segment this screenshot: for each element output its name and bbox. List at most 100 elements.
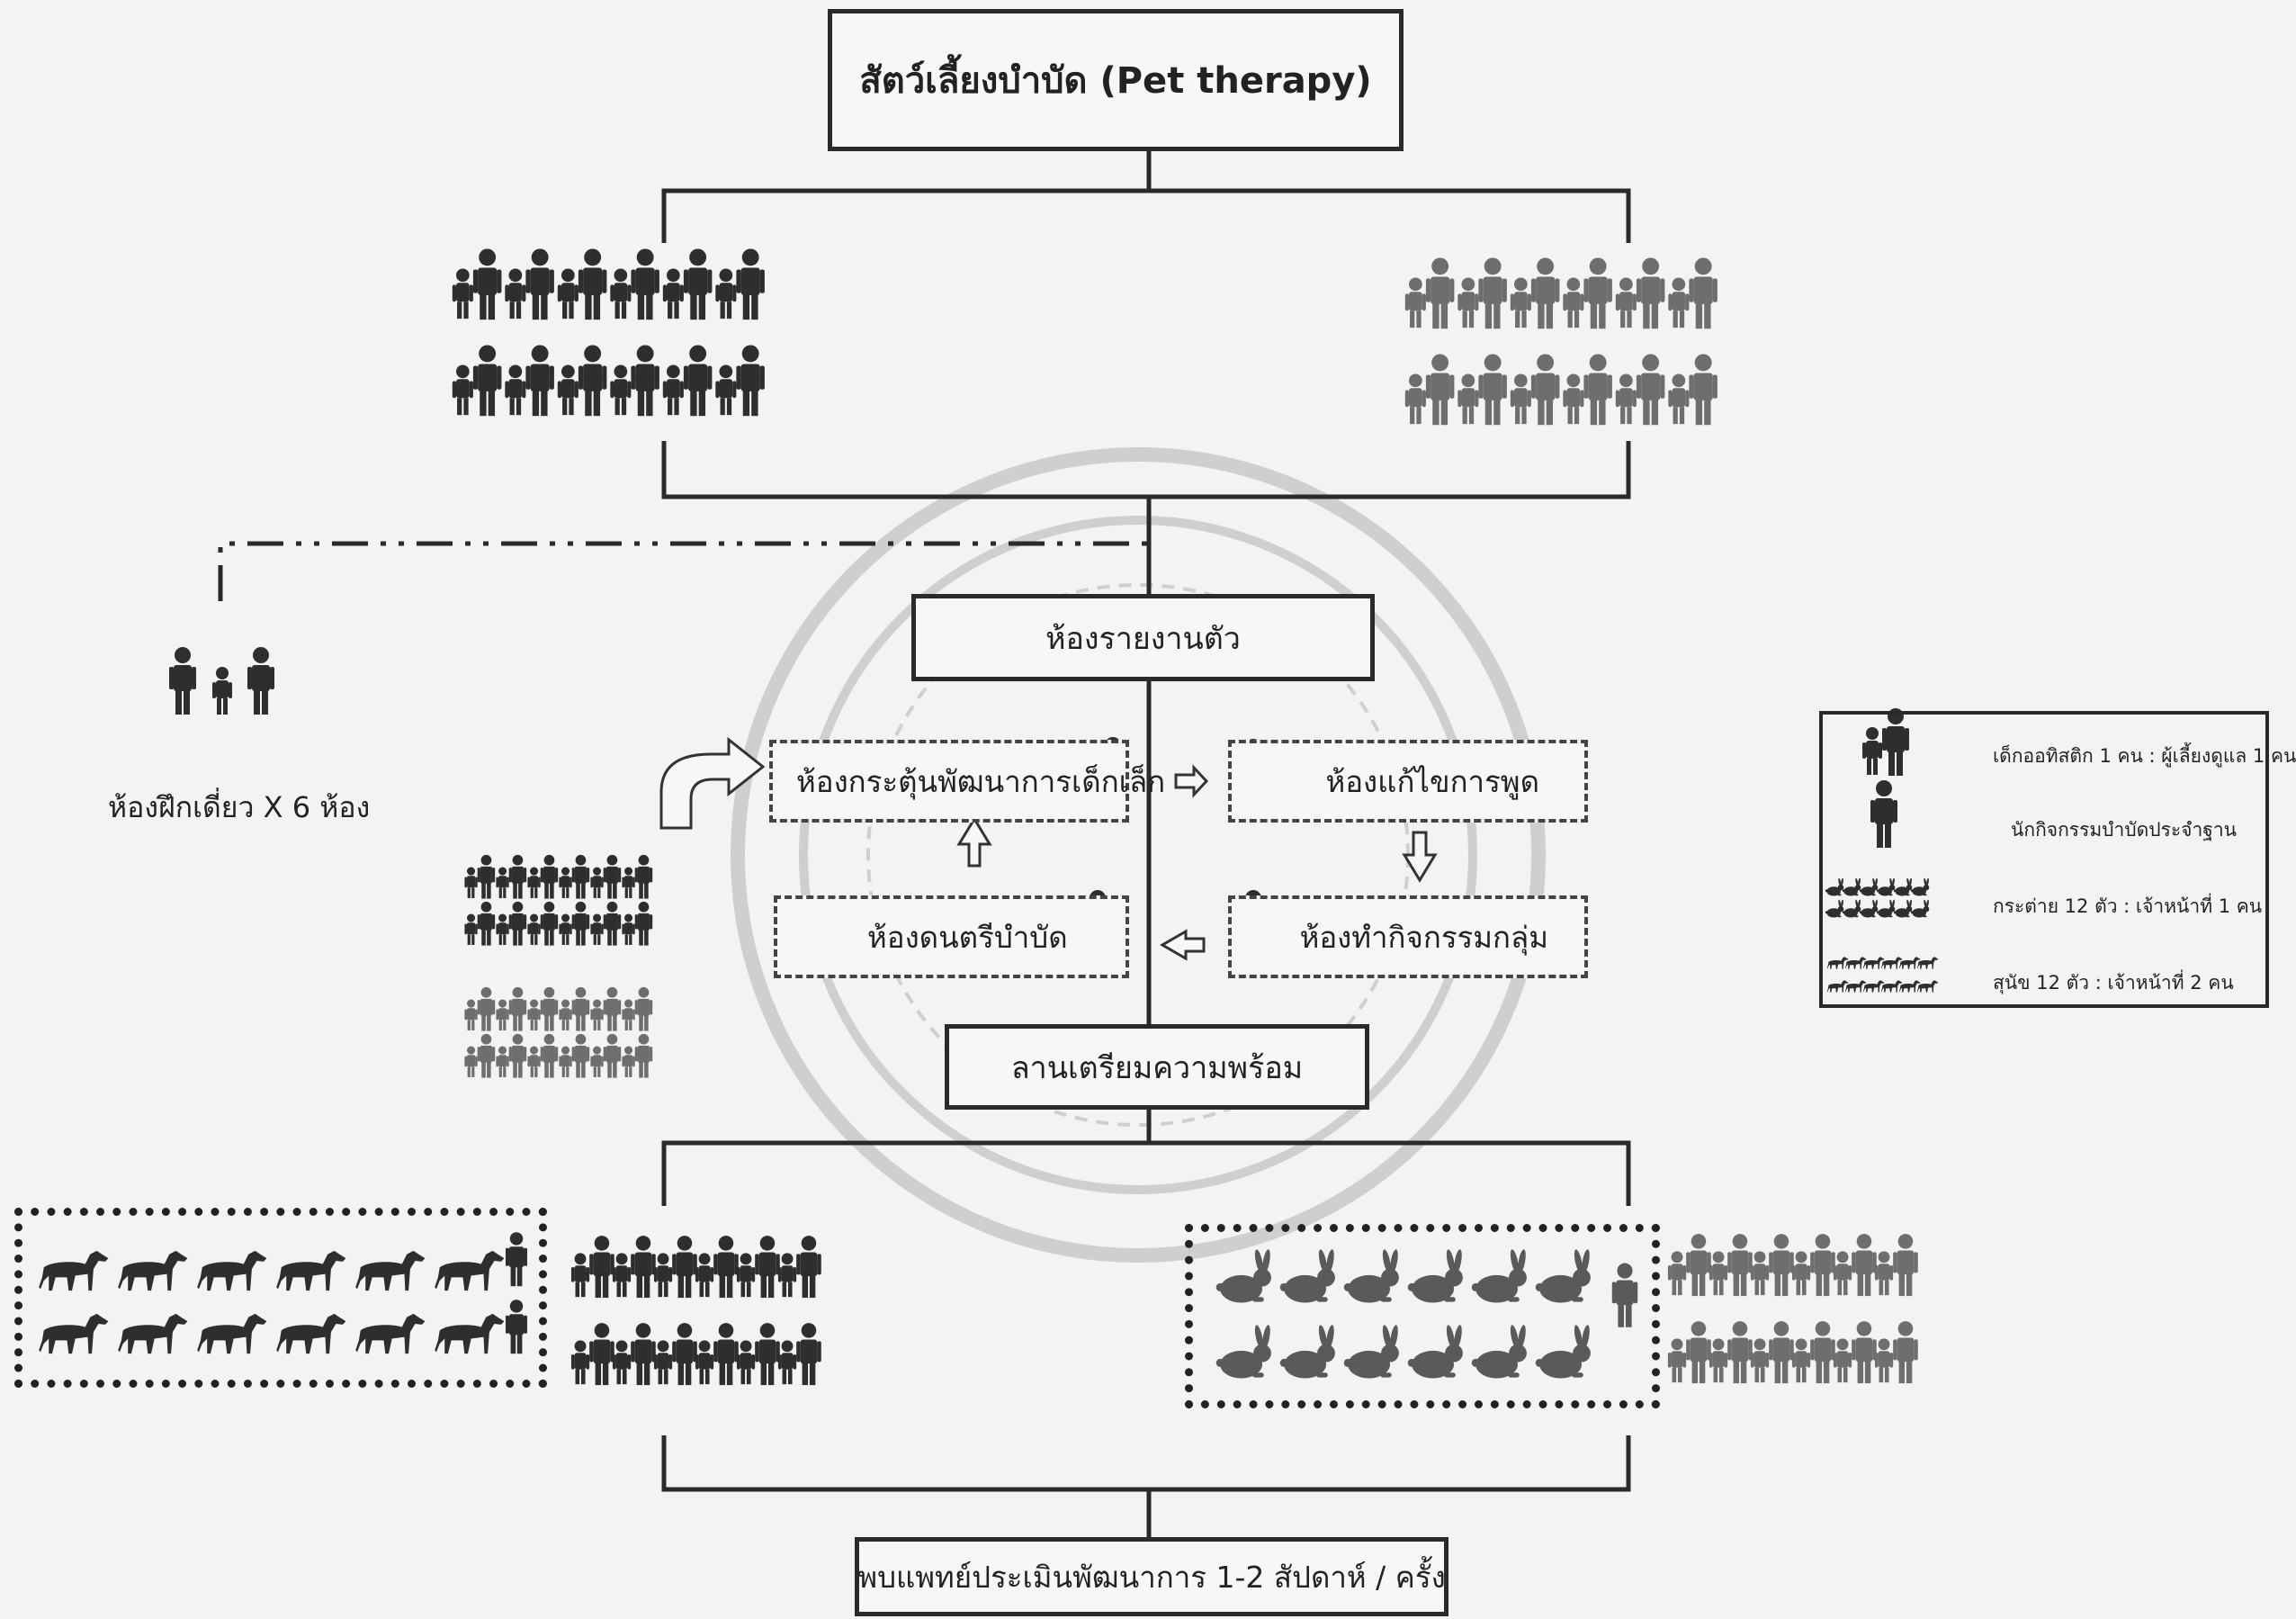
legend-item-3: กระต่าย 12 ตัว : เจ้าหน้าที่ 1 คน	[1993, 895, 2263, 917]
stimulation-room-label: ห้องกระตุ้นพัฒนาการเด็กเล็ก	[796, 763, 1166, 799]
child-caregiver-pair-icon	[1751, 1234, 1794, 1296]
child-caregiver-pair-icon	[1834, 1321, 1877, 1383]
single-rooms-label: ห้องฝึกเดี่ยว X 6 ห้อง	[108, 790, 371, 824]
child-caregiver-pair-icon	[527, 987, 558, 1031]
child-caregiver-pair-icon	[1457, 257, 1507, 328]
child-caregiver-pair-icon	[715, 345, 765, 416]
group-room-box: ห้องทำกิจกรรมกลุ่ม	[1228, 895, 1588, 978]
child-caregiver-pair-icon	[1792, 1321, 1835, 1383]
child-caregiver-pair-icon	[695, 1323, 739, 1385]
flow-arrows	[659, 736, 1438, 961]
child-caregiver-pair-icon	[590, 1034, 621, 1078]
child-caregiver-pair-icon	[496, 902, 526, 946]
prep-area-label: ลานเตรียมความพร้อม	[1010, 1049, 1304, 1086]
child-caregiver-pair-icon	[1709, 1234, 1753, 1296]
child-caregiver-pair-icon	[610, 345, 659, 416]
children-group-middle-gray	[464, 987, 652, 1078]
child-caregiver-pair-icon	[496, 1034, 526, 1078]
child-caregiver-pair-icon	[1875, 1321, 1918, 1383]
child-caregiver-pair-icon	[453, 248, 502, 319]
child-caregiver-pair-icon	[464, 987, 495, 1031]
child-caregiver-pair-icon	[663, 248, 713, 319]
legend-item-4: สุนัข 12 ตัว : เจ้าหน้าที่ 2 คน	[1993, 972, 2234, 994]
child-caregiver-pair-icon	[590, 855, 621, 899]
speech-room-box: ห้องแก้ไขการพูด	[1228, 740, 1588, 823]
child-caregiver-pair-icon	[778, 1323, 821, 1385]
children-group-middle-dark	[464, 855, 652, 946]
prep-area-box: ลานเตรียมความพร้อม	[945, 1024, 1369, 1110]
child-caregiver-pair-icon	[1709, 1321, 1753, 1383]
children-group-bottom-right	[1668, 1234, 1918, 1383]
child-caregiver-pair-icon	[464, 902, 495, 946]
dogs-area-box	[14, 1208, 547, 1388]
child-caregiver-pair-icon	[613, 1323, 656, 1385]
child-caregiver-pair-icon	[1668, 257, 1718, 328]
child-caregiver-pair-icon	[622, 855, 652, 899]
child-caregiver-pair-icon	[1668, 1234, 1711, 1296]
child-caregiver-pair-icon	[1875, 1234, 1918, 1296]
child-caregiver-pair-icon	[505, 248, 554, 319]
children-group-top-right	[1405, 257, 1718, 425]
curved-arrow	[659, 736, 766, 830]
assessment-box: พบแพทย์ประเมินพัฒนาการ 1-2 สัปดาห์ / ครั…	[855, 1537, 1448, 1616]
child-caregiver-pair-icon	[715, 248, 765, 319]
child-caregiver-pair-icon	[1751, 1321, 1794, 1383]
rabbits-area-box	[1185, 1224, 1660, 1408]
child-caregiver-pair-icon	[1563, 354, 1612, 425]
child-caregiver-pair-icon	[1563, 257, 1612, 328]
assessment-label: พบแพทย์ประเมินพัฒนาการ 1-2 สัปดาห์ / ครั…	[857, 1559, 1446, 1595]
child-caregiver-pair-icon	[654, 1323, 697, 1385]
child-caregiver-pair-icon	[613, 1236, 656, 1298]
children-group-top-left	[453, 248, 765, 416]
child-caregiver-pair-icon	[622, 902, 652, 946]
child-caregiver-pair-icon	[1668, 1321, 1711, 1383]
report-room-box: ห้องรายงานตัว	[911, 594, 1375, 681]
group-room-label: ห้องทำกิจกรรมกลุ่ม	[1299, 919, 1548, 955]
child-caregiver-pair-icon	[1616, 257, 1665, 328]
legend-item-1: เด็กออทิสติก 1 คน : ผู้เลี้ยงดูแล 1 คน	[1993, 745, 2296, 767]
child-caregiver-pair-icon	[505, 345, 554, 416]
child-caregiver-pair-icon	[571, 1323, 614, 1385]
child-caregiver-pair-icon	[559, 987, 589, 1031]
child-caregiver-pair-icon	[527, 902, 558, 946]
connector-lines	[218, 151, 1631, 1539]
child-caregiver-pair-icon	[453, 345, 502, 416]
arrow-down-icon	[1402, 831, 1438, 883]
child-caregiver-pair-icon	[654, 1236, 697, 1298]
child-caregiver-pair-icon	[558, 345, 607, 416]
child-caregiver-pair-icon	[610, 248, 659, 319]
child-caregiver-pair-icon	[527, 855, 558, 899]
child-caregiver-pair-icon	[622, 987, 652, 1031]
child-caregiver-pair-icon	[559, 1034, 589, 1078]
child-caregiver-pair-icon	[1405, 257, 1455, 328]
child-caregiver-pair-icon	[590, 902, 621, 946]
child-caregiver-pair-icon	[571, 1236, 614, 1298]
child-caregiver-pair-icon	[590, 987, 621, 1031]
child-caregiver-pair-icon	[496, 987, 526, 1031]
child-caregiver-pair-icon	[559, 855, 589, 899]
music-room-label: ห้องดนตรีบำบัด	[867, 919, 1068, 955]
child-caregiver-pair-icon	[464, 855, 495, 899]
diagram-title-box: สัตว์เลี้ยงบำบัด (Pet therapy)	[828, 9, 1404, 151]
child-caregiver-pair-icon	[496, 855, 526, 899]
legend-box	[1819, 711, 2269, 1008]
report-room-label: ห้องรายงานตัว	[1045, 620, 1241, 657]
child-caregiver-pair-icon	[1405, 354, 1455, 425]
child-caregiver-pair-icon	[1668, 354, 1718, 425]
child-caregiver-pair-icon	[527, 1034, 558, 1078]
child-caregiver-pair-icon	[1616, 354, 1665, 425]
child-caregiver-pair-icon	[558, 248, 607, 319]
single-room-family-icon	[169, 647, 274, 715]
child-caregiver-pair-icon	[1511, 354, 1560, 425]
child-caregiver-pair-icon	[1792, 1234, 1835, 1296]
child-caregiver-pair-icon	[695, 1236, 739, 1298]
child-caregiver-pair-icon	[559, 902, 589, 946]
child-caregiver-pair-icon	[1834, 1234, 1877, 1296]
stimulation-room-box: ห้องกระตุ้นพัฒนาการเด็กเล็ก	[769, 740, 1165, 823]
child-caregiver-pair-icon	[778, 1236, 821, 1298]
arrow-up-icon	[956, 816, 992, 868]
arrow-right-icon	[1174, 766, 1208, 796]
child-caregiver-pair-icon	[1511, 257, 1560, 328]
child-caregiver-pair-icon	[663, 345, 713, 416]
